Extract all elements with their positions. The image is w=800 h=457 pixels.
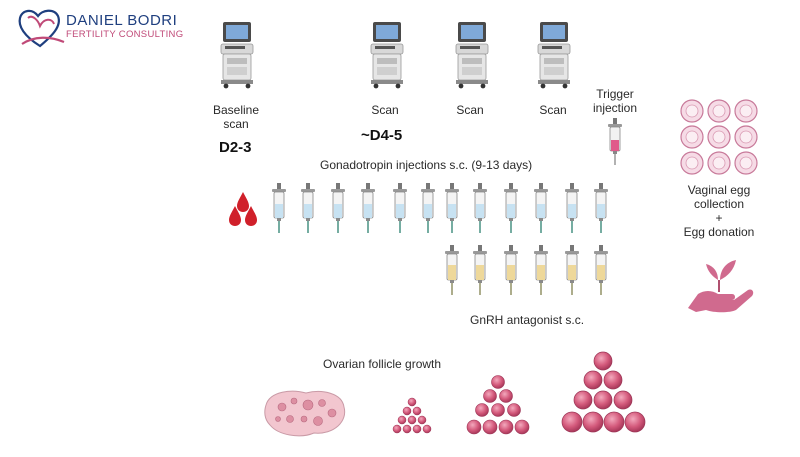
- logo-name: DANIEL BODRI: [66, 12, 178, 29]
- ovary-icon: [264, 390, 346, 437]
- syringe-icon: [533, 183, 549, 234]
- follicle-growth-label: Ovarian follicle growth: [323, 357, 442, 371]
- syringe-icon: [420, 183, 436, 234]
- scan-label: Scan: [539, 103, 567, 117]
- syringe-icon: [444, 183, 460, 234]
- ultrasound-machine-icon: [455, 22, 489, 89]
- heart-logo-icon: [18, 9, 65, 48]
- syringe-icon: [330, 183, 346, 234]
- trigger-injection-label: Trigger injection: [592, 87, 638, 115]
- syringe-icon: [593, 183, 609, 234]
- egg-cells-icon: [680, 99, 758, 175]
- antagonist-label: GnRH antagonist s.c.: [470, 313, 585, 327]
- baseline-scan-label: Baseline scan: [212, 103, 260, 131]
- egg-collection-label: Vaginal egg collection + Egg donation: [683, 183, 755, 239]
- logo-subtitle: FERTILITY CONSULTING: [66, 29, 184, 40]
- gonadotropin-label: Gonadotropin injections s.c. (9-13 days): [320, 158, 533, 172]
- follicle-cluster-icon: [561, 351, 646, 433]
- syringe-icon: [472, 183, 488, 234]
- syringe-icon: [503, 245, 519, 296]
- blood-drops-icon: [229, 192, 257, 226]
- ultrasound-machine-icon: [220, 22, 254, 89]
- syringe-icon: [564, 183, 580, 234]
- syringe-icon: [608, 118, 622, 165]
- scan-label: Scan: [371, 103, 399, 117]
- syringe-icon: [593, 245, 609, 296]
- syringe-icon: [472, 245, 488, 296]
- follicle-cluster-icon: [392, 397, 432, 434]
- syringe-icon: [564, 245, 580, 296]
- syringe-icon: [300, 183, 316, 234]
- follicle-cluster-icon: [466, 375, 530, 435]
- syringe-icon: [533, 245, 549, 296]
- syringe-icon: [503, 183, 519, 234]
- hand-with-plant-icon: [688, 260, 754, 313]
- baseline-day-label: D2-3: [219, 139, 252, 156]
- ultrasound-machine-icon: [370, 22, 404, 89]
- syringe-icon: [392, 183, 408, 234]
- first-scan-day-label: ~D4-5: [361, 127, 403, 144]
- ultrasound-machine-icon: [537, 22, 571, 89]
- syringe-icon: [360, 183, 376, 234]
- syringe-icon: [271, 183, 287, 234]
- scan-label: Scan: [456, 103, 484, 117]
- syringe-icon: [444, 245, 460, 296]
